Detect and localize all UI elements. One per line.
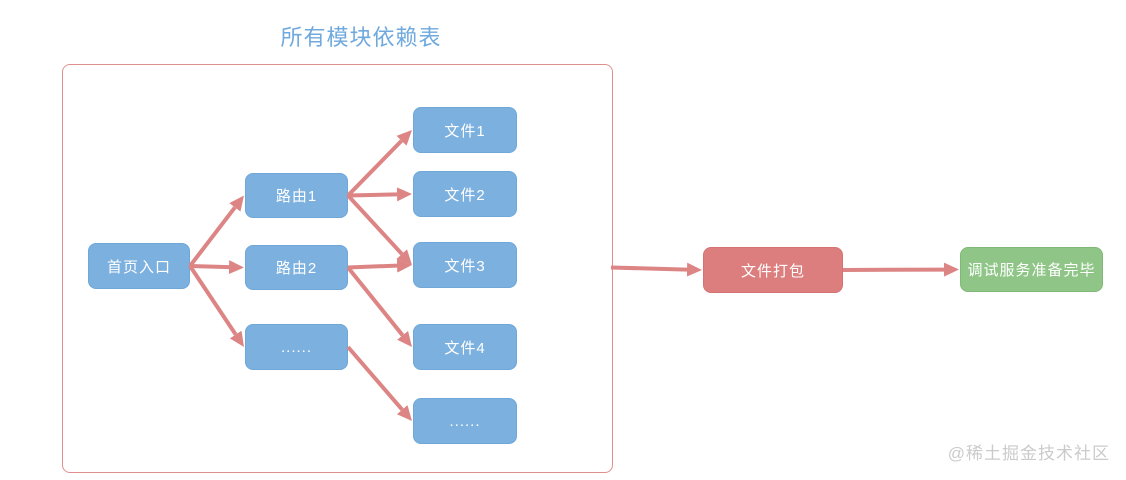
watermark: @稀土掘金技术社区 (947, 444, 1110, 463)
node-file-3: 文件3 (413, 242, 517, 288)
node-route-2: 路由2 (245, 245, 348, 290)
node-file-1: 文件1 (413, 107, 517, 153)
diagram-title: 所有模块依赖表 (280, 25, 442, 50)
node-file-2: 文件2 (413, 171, 517, 217)
node-route-1: 路由1 (245, 173, 348, 218)
edge-container-to-file-pack (610, 262, 703, 277)
node-debug-ready: 调试服务准备完毕 (960, 247, 1103, 292)
node-file-pack: 文件打包 (703, 247, 843, 293)
node-file-more: ...... (413, 398, 517, 444)
node-home-entry: 首页入口 (88, 243, 190, 289)
node-file-4: 文件4 (413, 324, 517, 370)
node-route-more: ...... (245, 324, 348, 370)
